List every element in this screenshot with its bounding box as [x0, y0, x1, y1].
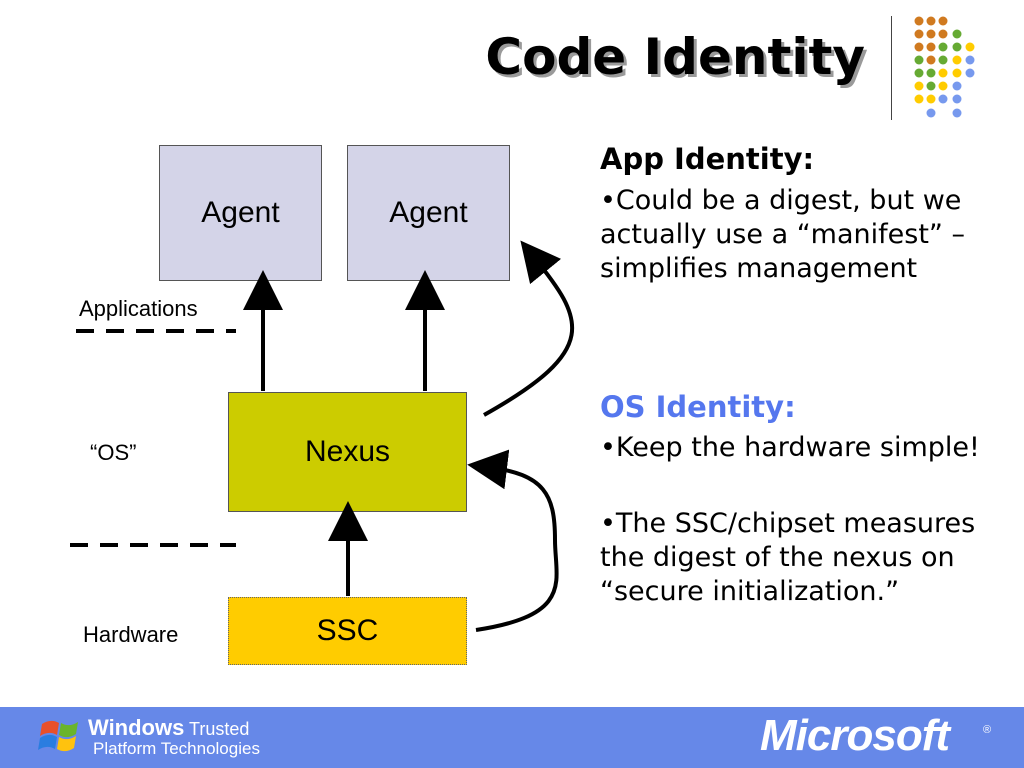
agent-box-2-label: Agent	[389, 196, 468, 229]
agent-box-2: Agent	[347, 145, 510, 281]
windows-flag-icon	[38, 720, 78, 752]
curve-arrow-ssc-to-nexus	[467, 449, 559, 632]
registered-mark: ®	[983, 724, 992, 736]
diagram-connectors	[70, 240, 575, 632]
windows-trusted-brand: Windows Trusted	[88, 715, 249, 741]
brand-windows-text: Windows	[88, 715, 185, 740]
ssc-box-label: SSC	[316, 614, 379, 647]
title-divider	[891, 16, 892, 120]
ssc-box: SSC	[228, 597, 467, 665]
agent-box-1-label: Agent	[201, 196, 280, 229]
layer-label-hardware: Hardware	[83, 622, 179, 647]
curve-arrow-nexus-to-agent	[483, 240, 575, 417]
app-identity-bullet: •Could be a digest, but we actually use …	[600, 185, 965, 284]
agent-box-1: Agent	[159, 145, 322, 281]
dot-pattern	[914, 16, 975, 118]
decorative-dot-grid	[914, 16, 975, 118]
nexus-box: Nexus	[228, 392, 467, 512]
footer-bar	[0, 707, 1024, 768]
layer-label-os: “OS”	[90, 440, 137, 465]
microsoft-logo: Microsoft	[760, 711, 950, 760]
os-identity-bullet-1: •Keep the hardware simple!	[600, 432, 980, 463]
brand-trusted-text: Trusted	[184, 719, 250, 739]
slide-title: Code Identity	[485, 28, 865, 86]
app-identity-heading: App Identity:	[600, 142, 815, 176]
platform-technologies-text: Platform Technologies	[93, 739, 260, 758]
layer-label-applications: Applications	[79, 296, 198, 321]
os-identity-bullet-2: •The SSC/chipset measures the digest of …	[600, 508, 976, 607]
nexus-box-label: Nexus	[304, 435, 391, 468]
os-identity-heading: OS Identity:	[600, 390, 796, 424]
